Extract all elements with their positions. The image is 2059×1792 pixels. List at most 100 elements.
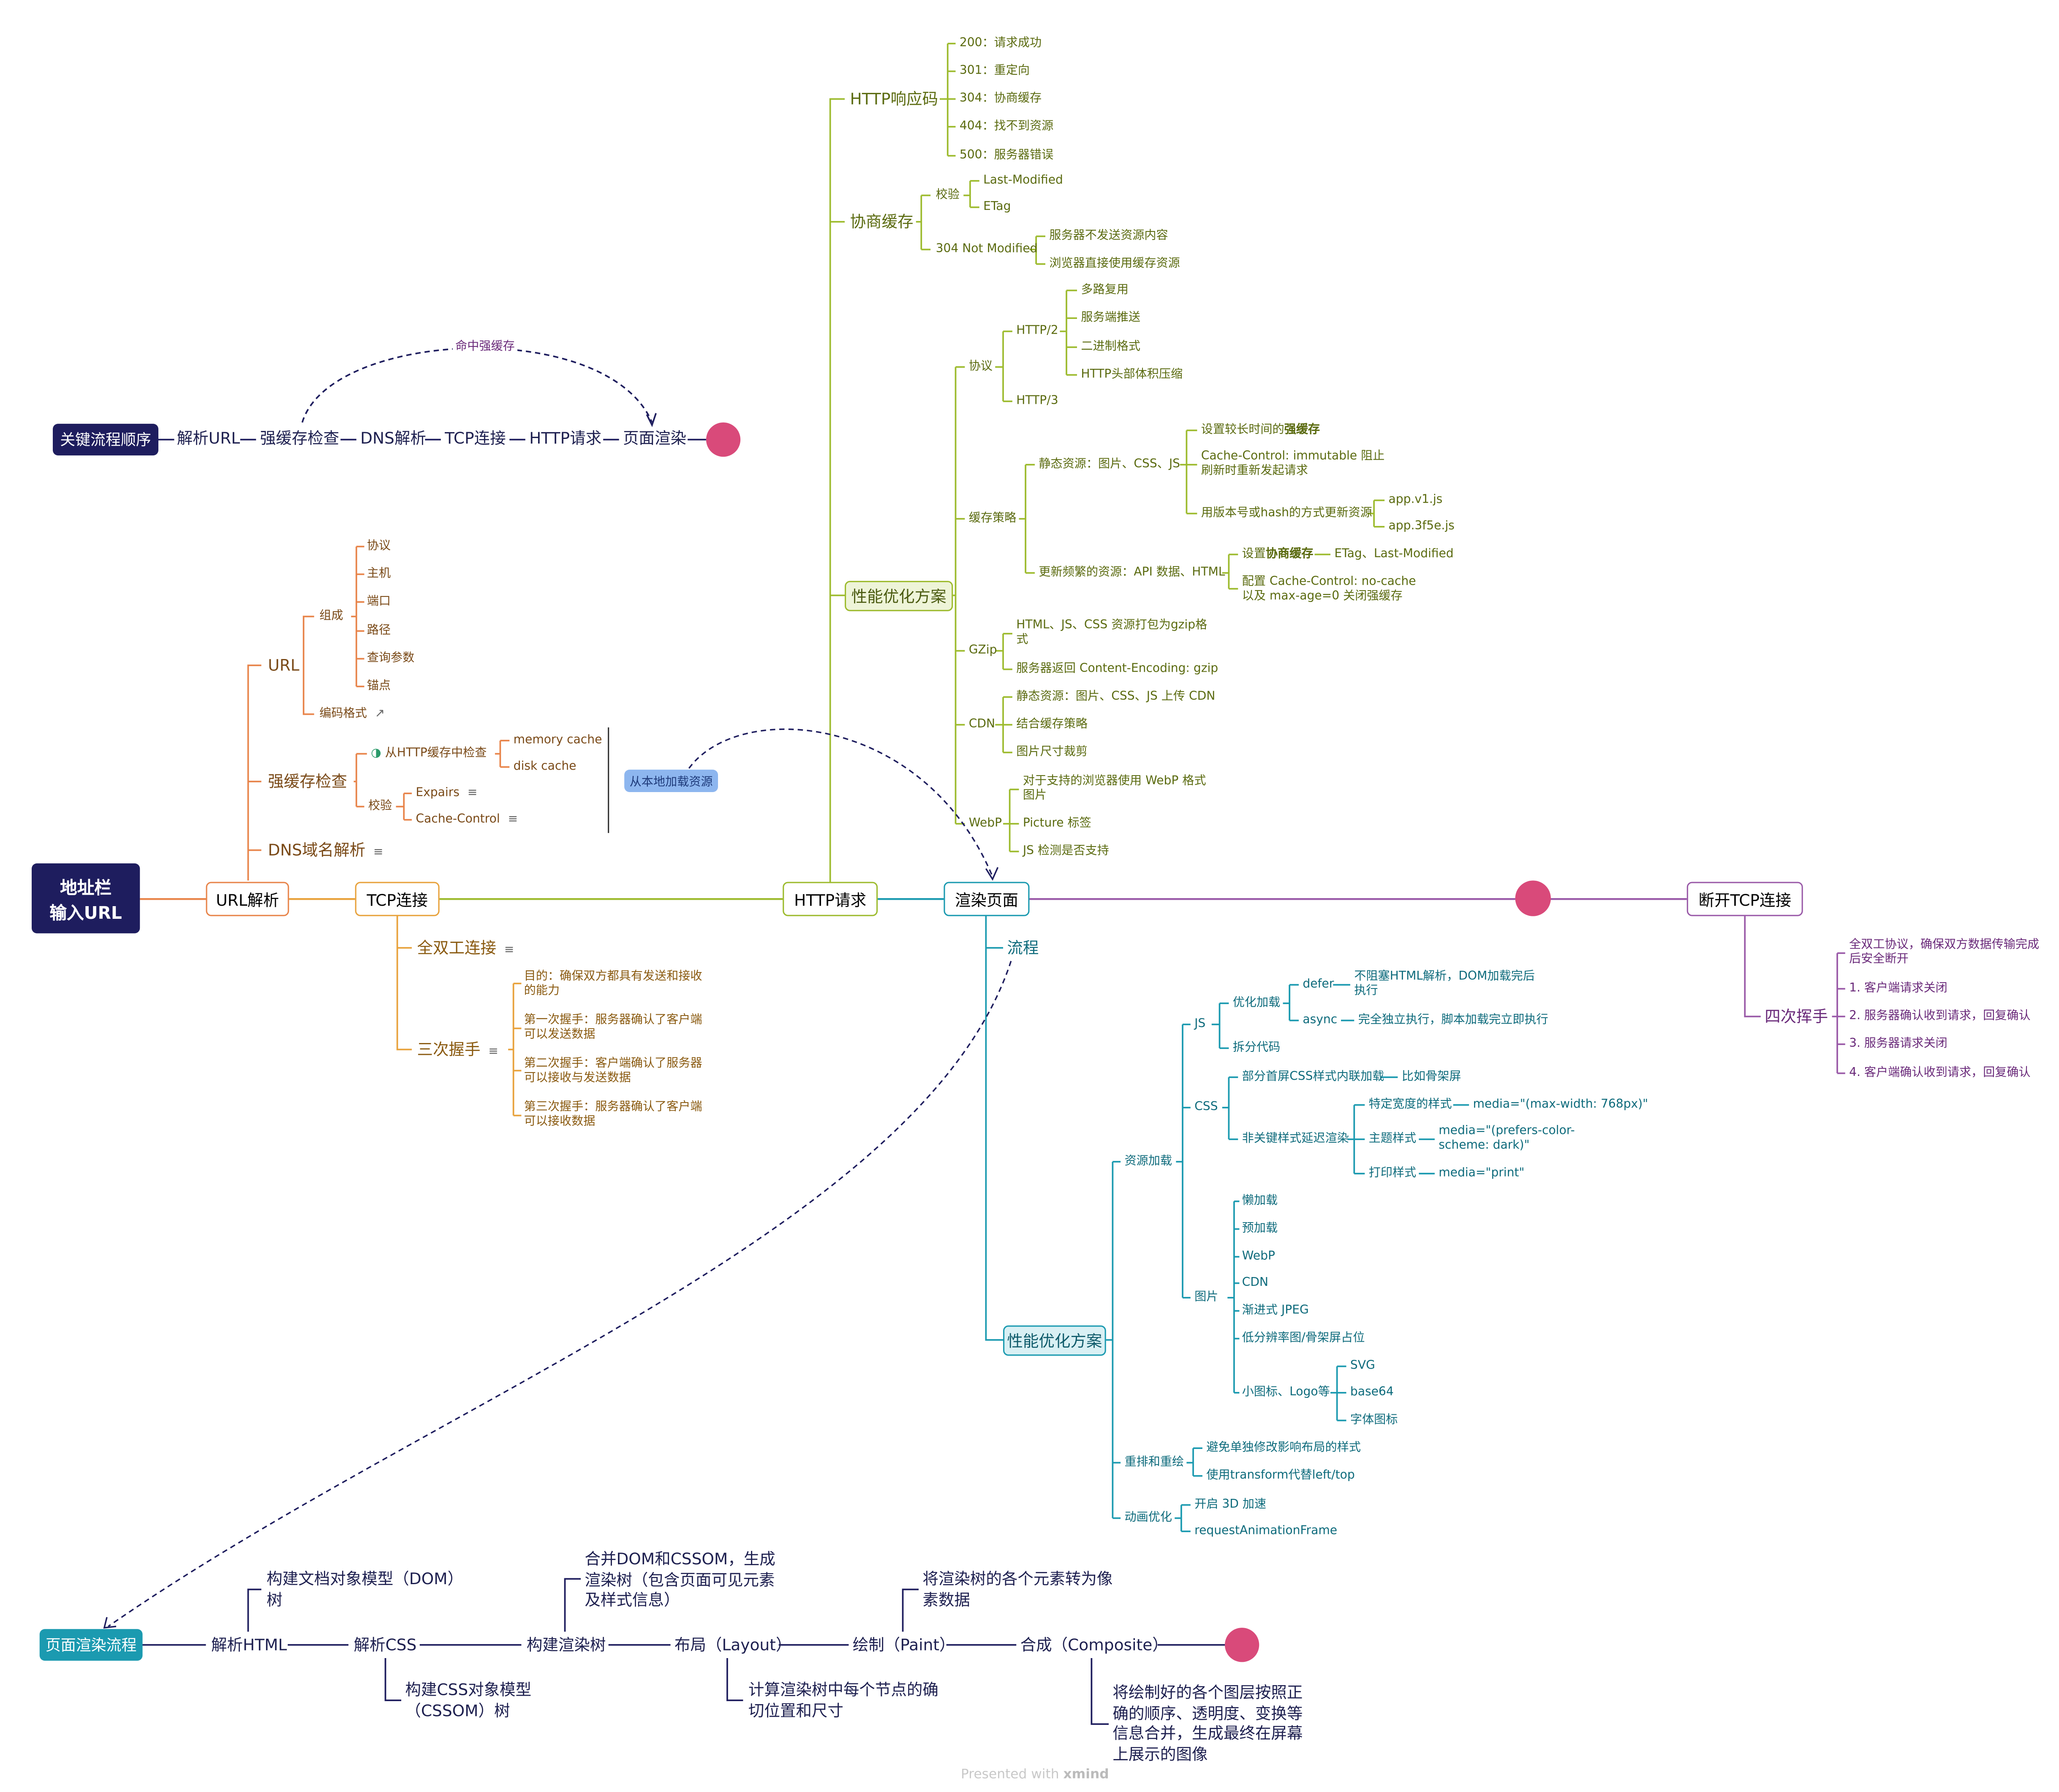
versioning[interactable]: 用版本号或hash的方式更新资源 xyxy=(1201,507,1372,520)
img-progressive-jpeg: 渐进式 JPEG xyxy=(1242,1304,1309,1318)
url-node[interactable]: URL xyxy=(268,656,299,675)
etag: ETag xyxy=(983,201,1011,214)
render-flow-badge[interactable]: 页面渲染流程 xyxy=(39,1629,143,1661)
async: async xyxy=(1303,1014,1338,1027)
cdn-cache: 结合缓存策略 xyxy=(1016,718,1088,732)
four-wave-node[interactable]: 四次挥手 xyxy=(1765,1007,1828,1026)
handshake-note-first: 第一次握手：服务器确认了客户端可以发送数据 xyxy=(524,1014,702,1041)
handshake-node[interactable]: 三次握手≡ xyxy=(417,1040,498,1060)
render-flow-node[interactable]: 流程 xyxy=(1007,938,1039,957)
app-v1-js: app.v1.js xyxy=(1388,493,1443,507)
root-node[interactable]: 地址栏 输入URL xyxy=(32,863,140,934)
strong-cache-check[interactable]: 强缓存检查 xyxy=(268,772,347,791)
url-compose[interactable]: 组成 xyxy=(319,610,343,623)
milestone-dot xyxy=(1515,880,1551,916)
flow-step-http: HTTP请求 xyxy=(529,429,602,448)
cache-control[interactable]: Cache-Control≡ xyxy=(416,813,518,828)
url-parse-node[interactable]: URL解析 xyxy=(206,882,289,916)
footer-watermark: Presented with xmind xyxy=(961,1767,1109,1784)
set-negotiate-cache[interactable]: 设置协商缓存 xyxy=(1242,548,1314,562)
half-circle-icon: ◑ xyxy=(371,747,381,760)
handshake-note-purpose: 目的：确保双方都具有发送和接收的能力 xyxy=(524,970,702,998)
expires[interactable]: Expairs≡ xyxy=(416,787,477,801)
reflow-repaint[interactable]: 重排和重绘 xyxy=(1124,1456,1184,1470)
webp[interactable]: WebP xyxy=(968,817,1002,831)
rf-step-parse-css: 解析CSS xyxy=(354,1635,417,1654)
css-node[interactable]: CSS xyxy=(1194,1101,1218,1114)
img-webp: WebP xyxy=(1242,1250,1275,1264)
flow-step-dns: DNS解析 xyxy=(360,429,426,448)
cdn[interactable]: CDN xyxy=(968,718,996,732)
webp-use: 对于支持的浏览器使用 WebP 格式图片 xyxy=(1023,775,1206,803)
not-modified[interactable]: 304 Not Modified xyxy=(936,243,1038,256)
tcp-label: TCP连接 xyxy=(367,890,428,909)
url-encoding[interactable]: 编码格式↗ xyxy=(319,708,385,722)
url-parse-label: URL解析 xyxy=(216,890,279,909)
tcp-node[interactable]: TCP连接 xyxy=(355,882,440,916)
media-print: media="print" xyxy=(1439,1167,1525,1180)
icon-font: 字体图标 xyxy=(1350,1413,1398,1427)
last-modified: Last-Modified xyxy=(983,174,1063,188)
flow-summary-badge-label: 关键流程顺序 xyxy=(60,430,151,449)
flow-summary-badge[interactable]: 关键流程顺序 xyxy=(53,424,158,456)
not-modified-use-cache: 浏览器直接使用缓存资源 xyxy=(1049,257,1180,271)
cache-verify[interactable]: 校验 xyxy=(368,800,392,813)
negotiate-verify[interactable]: 校验 xyxy=(936,188,960,202)
render-flow-end-dot xyxy=(1225,1628,1259,1662)
handshake-note-third: 第三次握手：服务器确认了客户端可以接收数据 xyxy=(524,1101,702,1129)
rf-tree-note: 合并DOM和CSSOM，生成渲染树（包含页面可见元素及样式信息） xyxy=(585,1550,775,1610)
four-wave-note-2: 2. 服务器确认收到请求，回复确认 xyxy=(1849,1010,2031,1023)
render-perf-node[interactable]: 性能优化方案 xyxy=(1003,1325,1106,1356)
small-icons[interactable]: 小图标、Logo等 xyxy=(1242,1386,1330,1400)
media-width-label: 特定宽度的样式 xyxy=(1368,1098,1452,1112)
from-http-cache[interactable]: ◑ 从HTTP缓存中检查 xyxy=(371,747,487,762)
http-code-301: 301：重定向 xyxy=(959,65,1030,78)
http-perf-node[interactable]: 性能优化方案 xyxy=(845,581,953,611)
long-strong-cache-prefix: 设置较长时间的 xyxy=(1201,424,1284,437)
load-local-badge[interactable]: 从本地加载资源 xyxy=(624,769,718,792)
defer-css[interactable]: 非关键样式延迟渲染 xyxy=(1242,1133,1349,1146)
image-node[interactable]: 图片 xyxy=(1194,1291,1219,1305)
http-codes-node[interactable]: HTTP响应码 xyxy=(850,90,938,109)
handshake-note-second: 第二次握手：客户端确认了服务器可以接收与发送数据 xyxy=(524,1057,702,1085)
negotiate-cache-node[interactable]: 协商缓存 xyxy=(850,212,914,231)
anim-3d: 开启 3D 加速 xyxy=(1194,1498,1267,1512)
render-flow-badge-label: 页面渲染流程 xyxy=(45,1635,137,1654)
img-preload: 预加载 xyxy=(1242,1222,1278,1236)
inline-css[interactable]: 部分首屏CSS样式内联加载 xyxy=(1242,1070,1384,1084)
js-node[interactable]: JS xyxy=(1194,1018,1206,1031)
dns-node[interactable]: DNS域名解析≡ xyxy=(268,841,383,861)
url-part-path: 路径 xyxy=(367,624,391,638)
close-tcp-node[interactable]: 断开TCP连接 xyxy=(1686,882,1803,916)
four-wave-note-1: 1. 客户端请求关闭 xyxy=(1849,982,1947,996)
perf-protocol[interactable]: 协议 xyxy=(968,360,993,374)
footer-presented: Presented with xyxy=(961,1767,1059,1782)
resource-loading[interactable]: 资源加载 xyxy=(1124,1155,1172,1168)
url-part-host: 主机 xyxy=(367,567,391,581)
long-strong-cache-bold: 强缓存 xyxy=(1284,424,1320,437)
rf-paint-note: 将渲染树的各个元素转为像素数据 xyxy=(922,1569,1113,1609)
webp-detect: JS 检测是否支持 xyxy=(1023,845,1109,858)
immutable-note: Cache-Control: immutable 阻止刷新时重新发起请求 xyxy=(1201,450,1385,478)
optimize-loading[interactable]: 优化加载 xyxy=(1232,997,1281,1010)
negotiate-fields: ETag、Last-Modified xyxy=(1334,547,1454,561)
no-cache-config: 配置 Cache-Control: no-cache 以及 max-age=0 … xyxy=(1242,575,1416,603)
http-code-404: 404：找不到资源 xyxy=(959,120,1054,133)
gzip[interactable]: GZip xyxy=(968,644,997,658)
cache-strategy[interactable]: 缓存策略 xyxy=(968,512,1017,526)
root-title-line2: 输入URL xyxy=(49,904,122,923)
external-link-icon[interactable]: ↗ xyxy=(375,708,385,721)
load-local-label: 从本地加载资源 xyxy=(629,776,713,790)
animation-opt[interactable]: 动画优化 xyxy=(1124,1511,1172,1525)
http2[interactable]: HTTP/2 xyxy=(1016,324,1058,338)
frequent-resources[interactable]: 更新频繁的资源：API 数据、HTML xyxy=(1039,566,1225,580)
webp-picture: Picture 标签 xyxy=(1023,817,1091,831)
static-resources[interactable]: 静态资源：图片、CSS、JS xyxy=(1039,458,1180,471)
cache-control-label: Cache-Control xyxy=(416,813,500,827)
reflow-avoid: 避免单独修改影响布局的样式 xyxy=(1206,1441,1361,1455)
duplex-node[interactable]: 全双工连接≡ xyxy=(417,939,514,958)
http-node[interactable]: HTTP请求 xyxy=(783,882,878,916)
set-negotiate-bold: 协商缓存 xyxy=(1265,547,1314,561)
render-node[interactable]: 渲染页面 xyxy=(944,882,1030,916)
http2-multiplex: 多路复用 xyxy=(1081,283,1129,297)
